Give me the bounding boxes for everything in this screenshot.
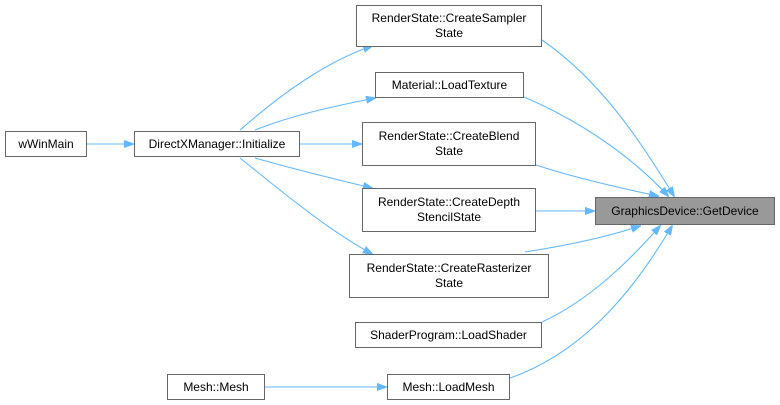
edge-initialize-load-texture — [254, 98, 375, 131]
node-material-loadtexture[interactable]: Material::LoadTexture — [375, 72, 524, 98]
node-renderstate-createdepthstencilstate[interactable]: RenderState::CreateDepth StencilState — [362, 188, 536, 232]
edge-create-rasterizer-state-get-device — [524, 226, 640, 253]
node-label: ShaderProgram::LoadShader — [370, 327, 527, 342]
node-renderstate-createsamplerstate[interactable]: RenderState::CreateSampler State — [356, 5, 542, 47]
node-label: Material::LoadTexture — [391, 77, 508, 92]
edge-create-sampler-state-get-device — [541, 39, 674, 196]
edge-load-texture-get-device — [523, 96, 668, 196]
edge-create-blend-state-get-device — [535, 164, 658, 196]
node-graphicsdevice-getdevice: GraphicsDevice::GetDevice — [595, 197, 775, 225]
node-label: RenderState::CreateSampler State — [371, 11, 527, 40]
node-label: RenderState::CreateRasterizer State — [366, 261, 532, 290]
node-mesh-mesh[interactable]: Mesh::Mesh — [167, 374, 265, 400]
edge-initialize-create-sampler-state — [239, 46, 372, 131]
node-renderstate-createblendstate[interactable]: RenderState::CreateBlend State — [362, 122, 536, 166]
edge-load-mesh-get-device — [509, 226, 672, 379]
node-shaderprogram-loadshader[interactable]: ShaderProgram::LoadShader — [355, 322, 542, 348]
node-label: wWinMain — [18, 136, 74, 151]
node-label: Mesh::Mesh — [183, 379, 249, 394]
node-label: RenderState::CreateDepth StencilState — [377, 195, 521, 224]
node-label: Mesh::LoadMesh — [402, 379, 495, 394]
edge-initialize-create-rasterizer-state — [239, 157, 372, 254]
node-wwinmain[interactable]: wWinMain — [5, 131, 87, 157]
edge-initialize-create-depth-stencil-state — [254, 157, 372, 188]
node-renderstate-createrasterizerstate[interactable]: RenderState::CreateRasterizer State — [349, 254, 549, 298]
edge-load-shader-get-device — [541, 226, 660, 323]
node-label: RenderState::CreateBlend State — [378, 129, 520, 158]
node-label: GraphicsDevice::GetDevice — [611, 203, 759, 218]
node-label: DirectXManager::Initialize — [148, 136, 286, 151]
node-mesh-loadmesh[interactable]: Mesh::LoadMesh — [387, 374, 510, 400]
node-directxmanager-initialize[interactable]: DirectXManager::Initialize — [134, 131, 300, 157]
